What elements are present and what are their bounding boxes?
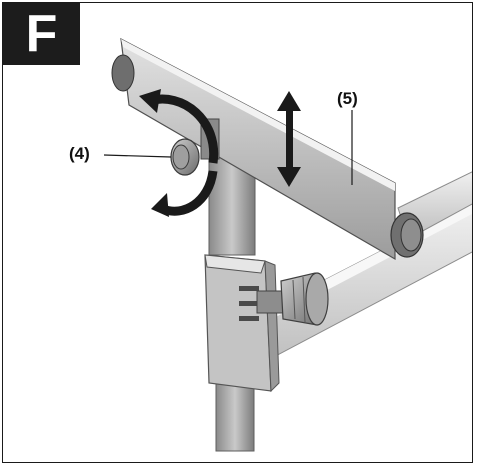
- callout-leaders: [103, 110, 353, 185]
- callout-label-knob: (4): [69, 144, 90, 163]
- adjustable-arm: [111, 37, 424, 261]
- callout-label-arm: (5): [337, 89, 358, 108]
- figure-panel: F: [2, 2, 473, 463]
- side-clamp-knob: [256, 272, 329, 326]
- rotate-arrow-icon: [139, 89, 219, 217]
- step-badge: F: [3, 3, 80, 65]
- double-vertical-arrow-icon: [277, 91, 301, 187]
- assembly-illustration: [103, 37, 472, 452]
- clamp-sleeve: [204, 254, 280, 393]
